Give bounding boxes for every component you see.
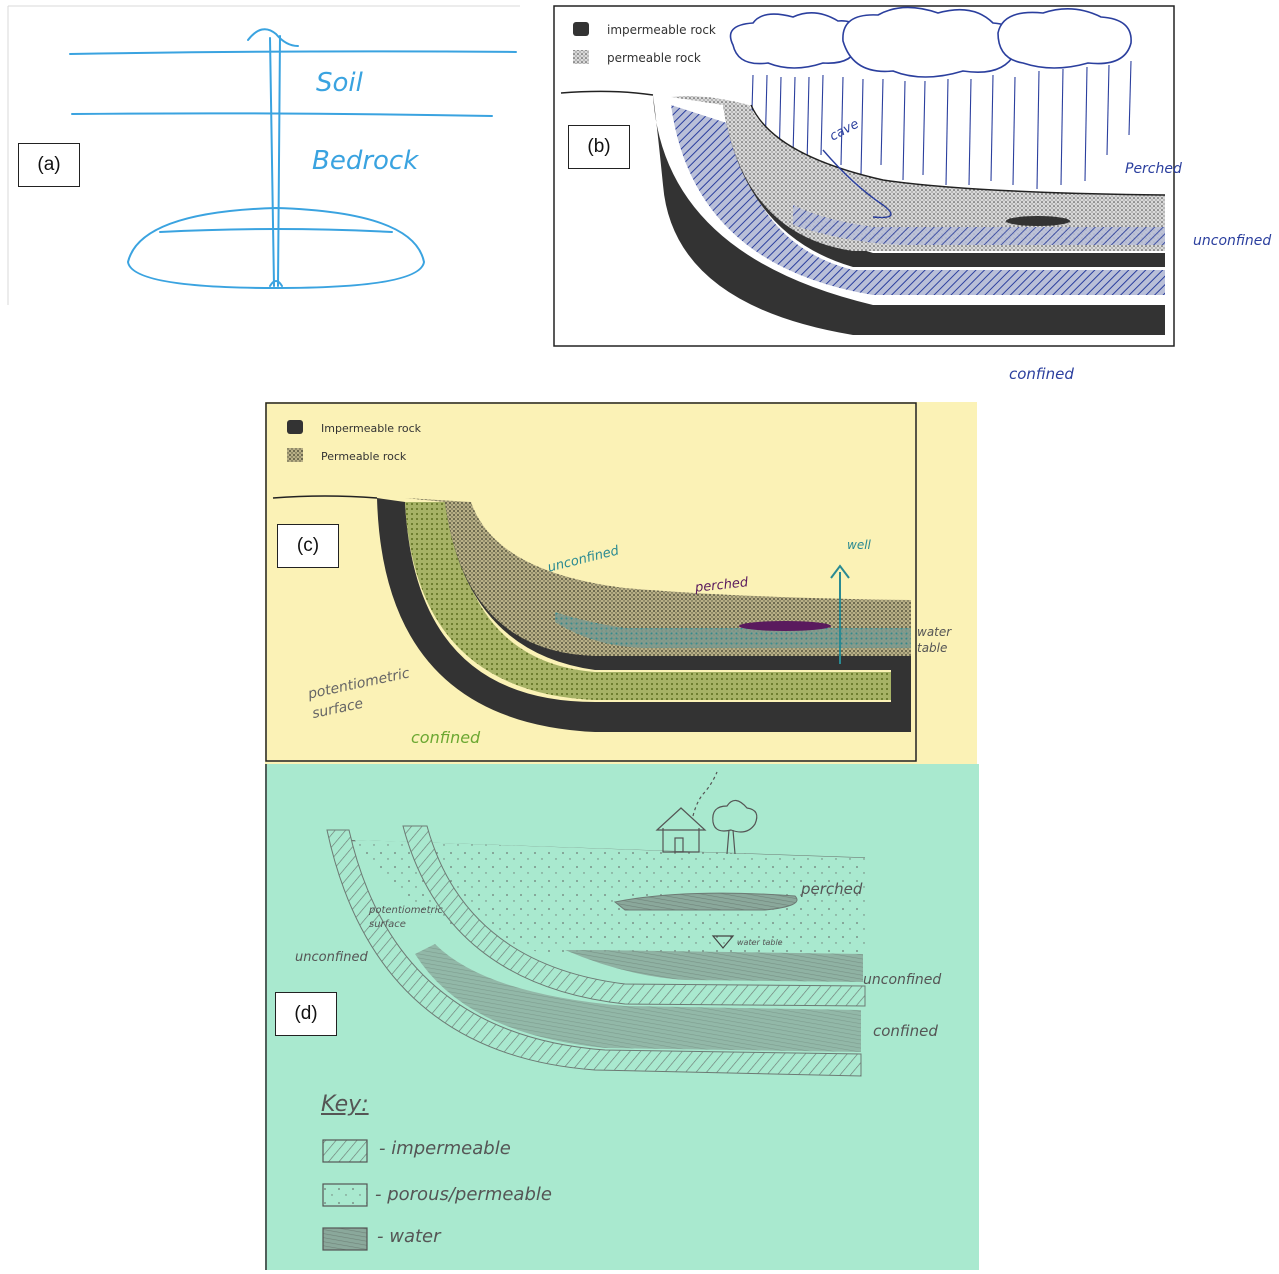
unconfined-left-label-d: unconfined [295,950,368,965]
key-water-swatch [323,1228,367,1250]
perched-lens-c [739,621,831,631]
aquifer-outer [128,208,424,288]
soil-label: Soil [316,68,363,98]
unconfined-right-label-d: unconfined [863,972,941,988]
key-porous-swatch [323,1184,367,1206]
legend-impermeable-label-c: Impermeable rock [321,422,421,435]
potentiometric-label-d: potentiometric surface [369,904,459,932]
panel-d-drawing [265,764,979,1270]
aquifer-inner [160,229,392,232]
legend-permeable-swatch-c [287,448,303,462]
panel-d: (d) perched potentiometric surface water… [265,764,979,1270]
legend-impermeable-label: impermeable rock [607,23,716,37]
panel-d-tag: (d) [275,992,337,1036]
legend-permeable-label-c: Permeable rock [321,450,406,463]
perched-label: Perched [1125,161,1182,177]
confined-label-c: confined [411,728,480,747]
well-shaft [270,36,280,286]
water-table-label-d: water table [737,938,783,947]
bedrock-label: Bedrock [312,146,418,176]
panel-a-tag: (a) [18,143,80,187]
legend-permeable-label: permeable rock [607,51,701,65]
legend-permeable-swatch [573,50,589,64]
well-cap [248,29,298,46]
soil-top-line [70,51,516,54]
panel-a: Soil Bedrock (a) [0,0,540,310]
panel-b: (b) impermeable rock permeable rock cave… [553,5,1275,390]
legend-impermeable-swatch-c [287,420,303,434]
water-table-label-c: water table [917,624,973,656]
perched-label-d: perched [801,880,862,898]
confined-label: confined [1009,365,1074,383]
unconfined-label: unconfined [1193,233,1271,249]
perched-lens [1006,216,1070,226]
key-porous-label: - porous/permeable [375,1184,552,1205]
soil-bedrock-line [72,113,492,116]
key-impermeable-swatch [323,1140,367,1162]
panel-c-tag: (c) [277,524,339,568]
well-label-c: well [847,538,871,552]
key-title: Key: [321,1092,369,1117]
legend-impermeable-swatch [573,22,589,36]
key-impermeable-label: - impermeable [379,1138,511,1159]
key-water-label: - water [377,1226,441,1247]
panel-c: (c) Impermeable rock Permeable rock unco… [265,402,977,764]
panel-a-drawing [0,0,540,310]
confined-label-d: confined [873,1022,938,1040]
rain-clouds [731,7,1132,77]
panel-b-tag: (b) [568,125,630,169]
